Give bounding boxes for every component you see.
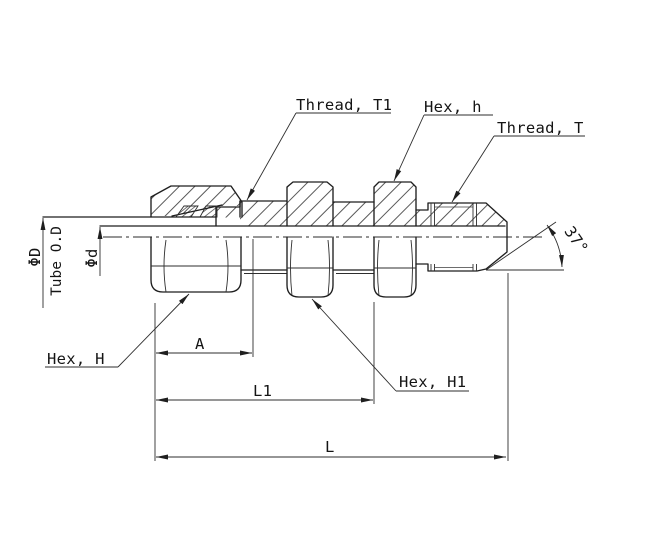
dim-phi-d: Φd bbox=[83, 227, 103, 276]
phi-d-label: Φd bbox=[83, 248, 101, 267]
body-section-hatch bbox=[151, 182, 507, 226]
callout-hex-H: Hex, H bbox=[45, 293, 190, 368]
hex-h-label: Hex, h bbox=[424, 98, 482, 116]
callout-thread-t1: Thread, T1 bbox=[246, 96, 392, 201]
dim-flare-angle: 37° bbox=[485, 221, 592, 271]
callout-hex-H1: Hex, H1 bbox=[311, 298, 469, 392]
callout-hex-h: Hex, h bbox=[393, 98, 493, 182]
callout-thread-t: Thread, T bbox=[451, 119, 585, 203]
dim-A-label: A bbox=[195, 335, 205, 353]
thread-t-label: Thread, T bbox=[497, 119, 584, 137]
dim-L1: L1 bbox=[156, 302, 375, 404]
bulkhead-thread-stub bbox=[332, 269, 375, 274]
hex-H-label: Hex, H bbox=[47, 350, 105, 368]
phi-D-label: ΦD bbox=[26, 247, 44, 266]
nut-hex-side-view bbox=[150, 236, 242, 293]
thread-t1-label: Thread, T1 bbox=[296, 96, 392, 114]
fitting-body-profile bbox=[99, 181, 508, 272]
nut-section bbox=[150, 185, 243, 227]
tube-od-label: Tube O.D bbox=[49, 226, 65, 296]
hex-H1-label: Hex, H1 bbox=[399, 373, 466, 391]
male-thread-side-view bbox=[430, 264, 477, 271]
dim-L-label: L bbox=[325, 438, 335, 456]
flare-angle-label: 37° bbox=[560, 223, 591, 257]
dim-L: L bbox=[156, 273, 509, 461]
locknut-hex-side-view bbox=[286, 236, 334, 298]
dim-L1-label: L1 bbox=[253, 382, 272, 400]
body-hex-side-view bbox=[373, 236, 417, 298]
thread-t1-stub bbox=[240, 269, 288, 274]
dim-phi-D: ΦD Tube O.D bbox=[26, 218, 65, 308]
dim-A: A bbox=[154, 239, 254, 461]
